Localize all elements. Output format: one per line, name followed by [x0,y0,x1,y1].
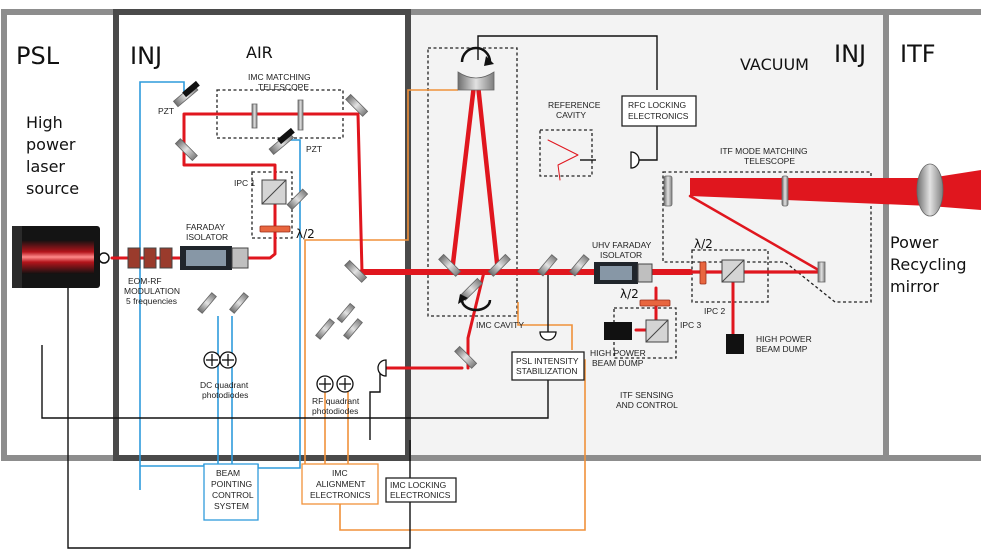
pzt-actuators [182,80,295,145]
beam-splitter-cubes [261,179,745,343]
imc-end-mirror [457,46,495,91]
rf-quadrant-label: RF quadrant [312,396,360,406]
orange-signal-lines [304,89,586,531]
rfc-locking-label-2: ELECTRONICS [628,111,689,121]
source-line-4: source [26,179,79,198]
recycling-text: Power Recycling mirror [890,233,967,296]
half-wave-label-2: λ/2 [694,237,713,251]
eom-modulators [127,247,173,269]
imc-telescope-label: IMC MATCHING [248,72,311,82]
rfc-locking-label: RFC LOCKING [628,100,686,110]
itf-region [883,9,981,461]
imc-alignment-box [301,463,379,505]
ipc2-label: IPC 2 [704,306,726,316]
half-wave-plates [259,225,707,307]
faraday-label: FARADAY [186,222,225,232]
imc-locking-box [385,477,457,503]
imc-telescope-label-2: TELESCOPE [258,82,309,92]
bpc-label-3: CONTROL [212,490,254,500]
beam-dumps [604,322,744,354]
laser-source [12,226,110,288]
source-line-2: power [26,135,76,154]
hp-dump-label-a-2: BEAM DUMP [592,358,644,368]
recycling-line-3: mirror [890,277,939,296]
imc-alignment-label-3: ELECTRONICS [310,490,371,500]
hp-dump-label-a: HIGH POWER [590,348,646,358]
recycling-line-2: Recycling [890,255,967,274]
itf-telescope-box [662,171,872,303]
vacuum-title: VACUUM [740,55,809,74]
pzt-label-b: PZT [306,144,322,154]
faraday-label-2: ISOLATOR [186,232,228,242]
bpc-label-4: SYSTEM [214,501,249,511]
eom-label-3: 5 frequencies [126,296,177,306]
ipc1-label: IPC 1 [234,178,256,188]
itf-telescope-label-2: TELESCOPE [744,156,795,166]
region-titles: PSL INJ AIR VACUUM INJ ITF [16,40,936,74]
source-text: High power laser source [26,113,79,198]
half-wave-label-1: λ/2 [296,227,315,241]
power-recycling-mirror [916,163,944,217]
hp-dump-label-b-2: BEAM DUMP [756,344,808,354]
psl-stabilization-label: PSL INTENSITY [516,356,579,366]
air-title: AIR [246,43,273,62]
imc-cavity-label: IMC CAVITY [476,320,524,330]
imc-locking-label: IMC LOCKING [390,480,446,490]
ipc3-label: IPC 3 [680,320,702,330]
bpc-label-2: POINTING [211,479,252,489]
imc-locking-label-2: ELECTRONICS [390,490,451,500]
source-line-3: laser [26,157,65,176]
faraday-isolator [180,246,249,270]
imc-alignment-label: IMC [332,468,348,478]
psl-stabilization-label-2: STABILIZATION [516,366,578,376]
beam-pointing-box [203,463,259,521]
control-boxes [203,95,697,521]
psl-intensity-box [511,351,585,381]
itf-sensing-label: ITF SENSING [620,390,673,400]
inj-right-title: INJ [834,40,866,68]
eom-label-2: MODULATION [124,286,180,296]
ipc2-box [691,249,769,303]
imc-cavity-arrow [458,294,492,312]
optics [172,84,826,369]
bpc-label: BEAM [216,468,240,478]
inj-left-title: INJ [130,42,162,70]
rf-quadrant-label-2: photodiodes [312,406,358,416]
photodiodes [203,151,640,393]
reference-cavity-label-2: CAVITY [556,110,586,120]
itf-telescope-label: ITF MODE MATCHING [720,146,808,156]
uhv-faraday-label-2: ISOLATOR [600,250,642,260]
source-line-1: High [26,113,63,132]
hp-dump-label-b: HIGH POWER [756,334,812,344]
dc-quadrant-label-2: photodiodes [202,390,248,400]
black-signal-lines [41,35,658,549]
eom-label: EOM-RF [128,276,162,286]
itf-title: ITF [900,40,936,68]
half-wave-label-3: λ/2 [620,287,639,301]
pzt-label-a: PZT [158,106,174,116]
recycling-line-1: Power [890,233,939,252]
rfc-locking-box [621,95,697,127]
itf-sensing-label-2: AND CONTROL [616,400,678,410]
dc-quadrant-label: DC quadrant [200,380,249,390]
psl-title: PSL [16,42,60,70]
reference-cavity-label: REFERENCE [548,100,601,110]
uhv-faraday-label: UHV FARADAY [592,240,652,250]
uhv-faraday-isolator [594,262,653,284]
imc-alignment-label-2: ALIGNMENT [316,479,366,489]
reference-cavity-box [539,129,593,177]
component-labels: IMC MATCHING TELESCOPE PZT PZT IPC 1 FAR… [124,72,812,511]
